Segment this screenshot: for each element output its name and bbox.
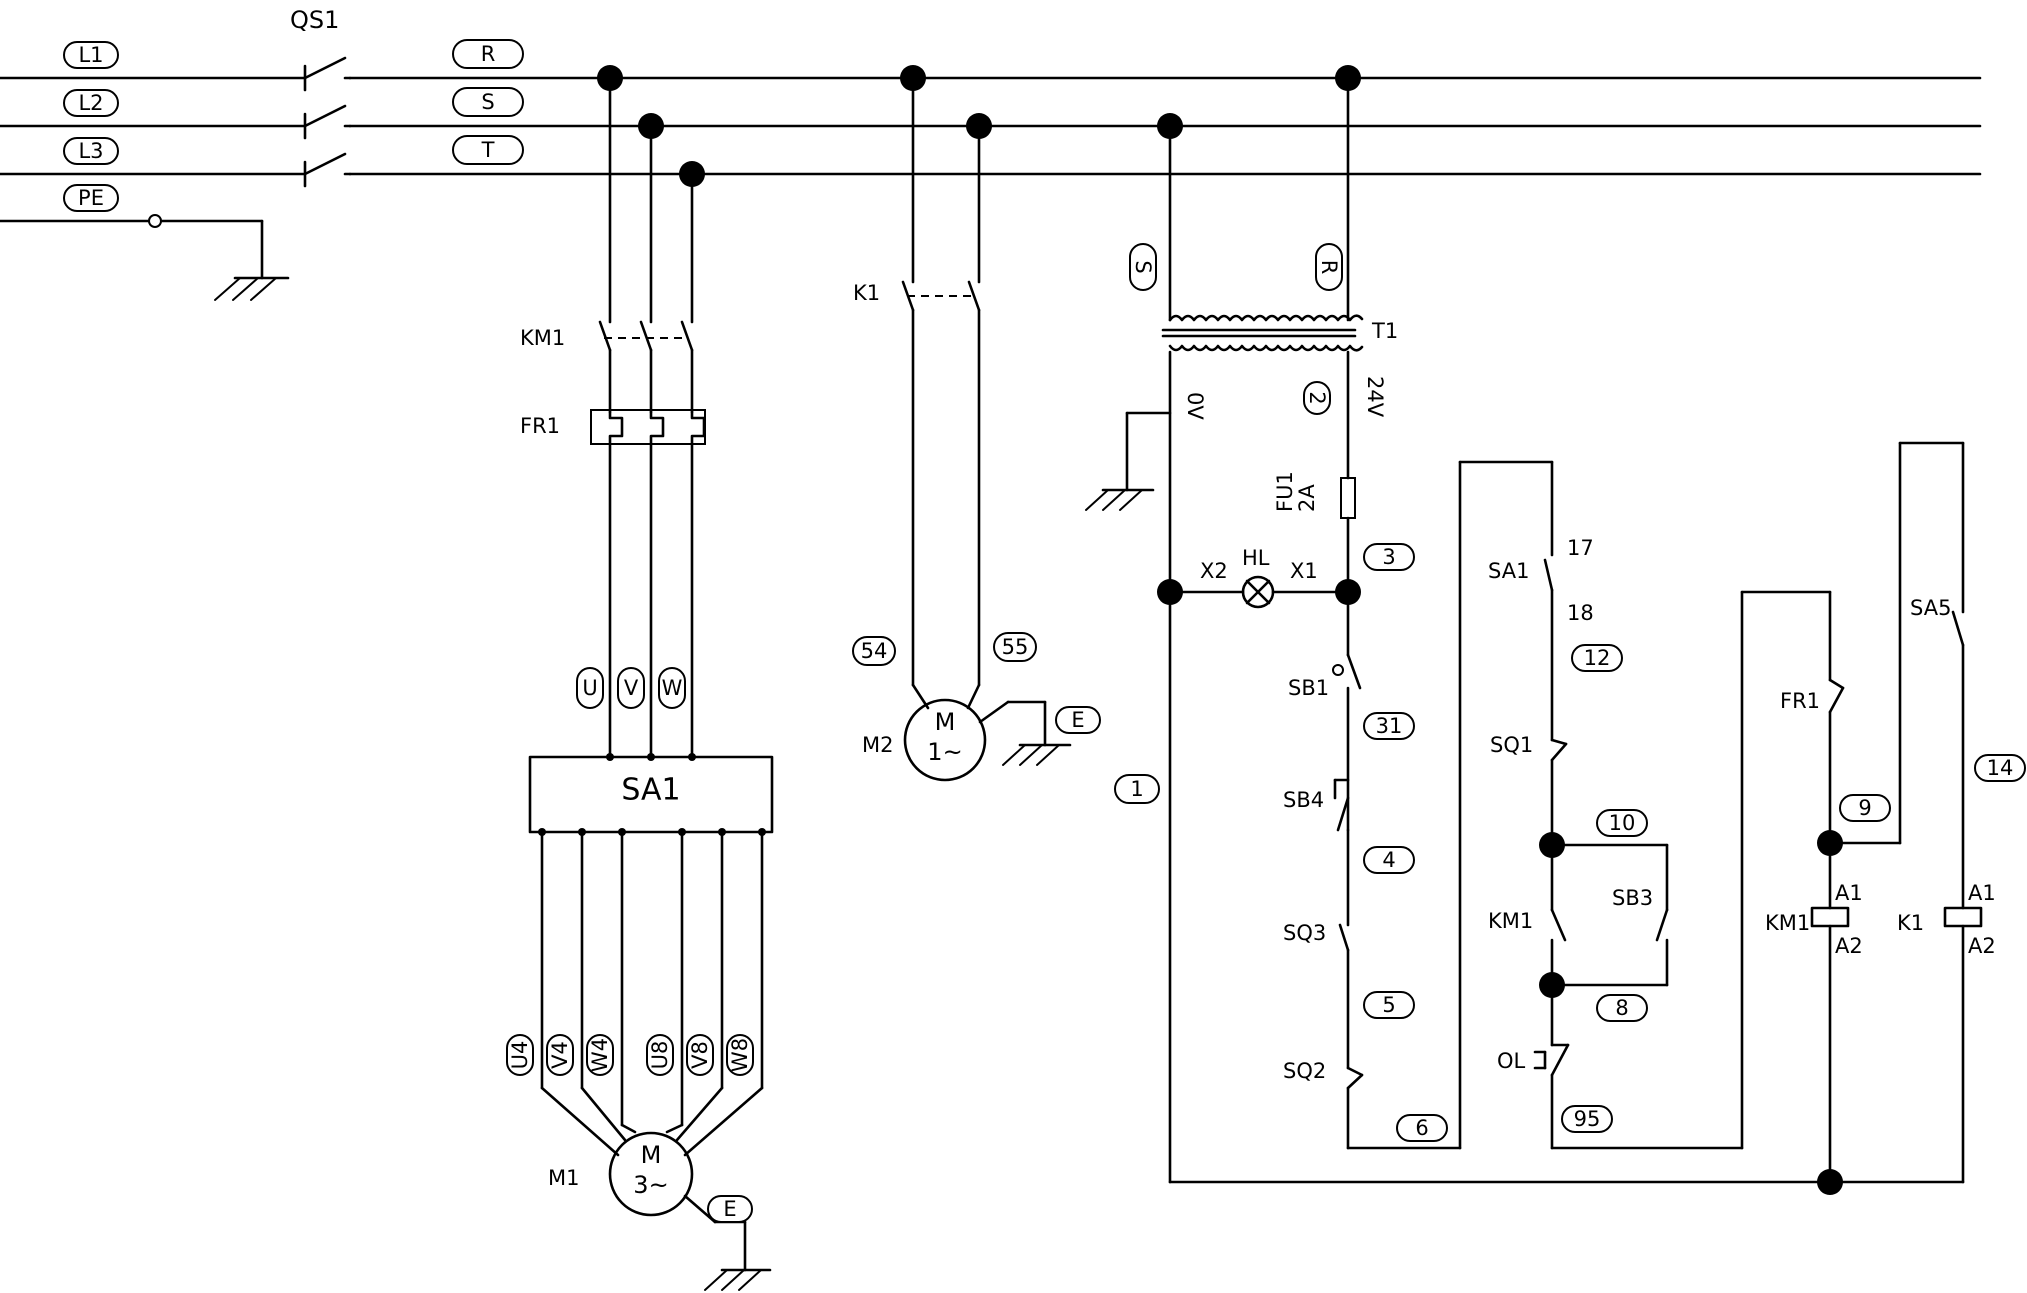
tag-1: 1 <box>1130 777 1143 801</box>
km1-coil-label: KM1 <box>1765 911 1810 935</box>
tag-u4: U4 <box>508 1041 532 1070</box>
terminal-17: 17 <box>1567 536 1594 560</box>
tag-v4: V4 <box>548 1041 572 1069</box>
km1-a1: A1 <box>1835 881 1863 905</box>
tag-31: 31 <box>1376 714 1403 738</box>
tag-r: R <box>481 42 496 66</box>
t1-label: T1 <box>1371 319 1398 343</box>
sa5-label: SA5 <box>1910 596 1951 620</box>
voltage-24v: 24V <box>1363 376 1387 418</box>
qs1-label: QS1 <box>290 6 339 34</box>
k1-main-label: K1 <box>853 281 880 305</box>
tag-s: S <box>481 90 494 114</box>
m1-power-circuit: KM1 FR1 U V W SA1 <box>506 65 774 1291</box>
fr1-aux-label: FR1 <box>1780 689 1820 713</box>
tag-u8: U8 <box>648 1041 672 1070</box>
sq2-label: SQ2 <box>1283 1059 1326 1083</box>
tag-tr-r: R <box>1317 260 1341 275</box>
tag-5: 5 <box>1382 993 1395 1017</box>
tag-54: 54 <box>861 639 888 663</box>
m2-spec-text: 1~ <box>927 738 962 766</box>
control-circuit: 1 FU1 2A 3 HL X2 X1 SB1 31 SB4 4 <box>1085 350 2026 1195</box>
tag-v8: V8 <box>688 1041 712 1069</box>
tag-2: 2 <box>1305 391 1329 404</box>
sq3-label: SQ3 <box>1283 921 1326 945</box>
tag-m1-earth: E <box>723 1197 736 1221</box>
km1-aux-label: KM1 <box>1488 909 1533 933</box>
tag-12: 12 <box>1584 646 1611 670</box>
tag-95: 95 <box>1574 1107 1601 1131</box>
km1-a2: A2 <box>1835 934 1863 958</box>
sb4-label: SB4 <box>1283 788 1324 812</box>
terminal-18: 18 <box>1567 601 1594 625</box>
main-bus <box>0 76 1982 301</box>
km1-main-label: KM1 <box>520 326 565 350</box>
ol-label: OL <box>1497 1049 1526 1073</box>
sb3-label: SB3 <box>1612 886 1653 910</box>
hl-label: HL <box>1242 546 1270 570</box>
tag-w8: W8 <box>728 1038 752 1072</box>
tag-tr-s: S <box>1131 260 1155 273</box>
tag-m2-earth: E <box>1071 708 1084 732</box>
tag-u: U <box>582 676 597 700</box>
voltage-0v: 0V <box>1183 392 1207 420</box>
tag-3: 3 <box>1382 545 1395 569</box>
sa1-switch-label: SA1 <box>621 773 680 808</box>
m2-circuit: K1 54 55 M 1~ M2 E <box>852 65 1101 782</box>
tag-l1: L1 <box>78 43 103 67</box>
tag-6: 6 <box>1415 1116 1428 1140</box>
tag-4: 4 <box>1382 848 1395 872</box>
tag-w: W <box>662 676 683 700</box>
transformer-t1: S R T1 0V 24V 2 <box>1129 65 1398 420</box>
x1-label: X1 <box>1290 559 1318 583</box>
tag-55: 55 <box>1002 635 1029 659</box>
tag-14: 14 <box>1987 756 2014 780</box>
tag-9: 9 <box>1858 796 1871 820</box>
fr1-main-label: FR1 <box>520 414 560 438</box>
tag-l2: L2 <box>78 91 103 115</box>
tag-w4: W4 <box>588 1038 612 1072</box>
k1-a2: A2 <box>1968 934 1996 958</box>
sa1-ctrl-label: SA1 <box>1488 559 1529 583</box>
qs1-switch: QS1 <box>290 6 352 188</box>
line-tags: L1 L2 L3 PE <box>63 41 119 212</box>
sq1-label: SQ1 <box>1490 733 1533 757</box>
tag-10: 10 <box>1609 811 1636 835</box>
m2-label: M2 <box>862 733 893 757</box>
fu1-rating: 2A <box>1295 484 1319 512</box>
m1-spec-text: 3~ <box>633 1171 668 1199</box>
tag-v: V <box>624 676 639 700</box>
tag-pe: PE <box>78 186 104 210</box>
tag-l3: L3 <box>78 139 103 163</box>
x2-label: X2 <box>1200 559 1228 583</box>
m1-m-text: M <box>641 1141 662 1169</box>
sb1-label: SB1 <box>1288 676 1329 700</box>
k1-coil-label: K1 <box>1897 911 1924 935</box>
fu1-label: FU1 <box>1273 471 1297 512</box>
tag-t: T <box>481 138 495 162</box>
tag-8: 8 <box>1615 996 1628 1020</box>
m1-label: M1 <box>548 1166 579 1190</box>
phase-tags: R S T <box>452 39 524 165</box>
m2-m-text: M <box>935 708 956 736</box>
k1-a1: A1 <box>1968 881 1996 905</box>
